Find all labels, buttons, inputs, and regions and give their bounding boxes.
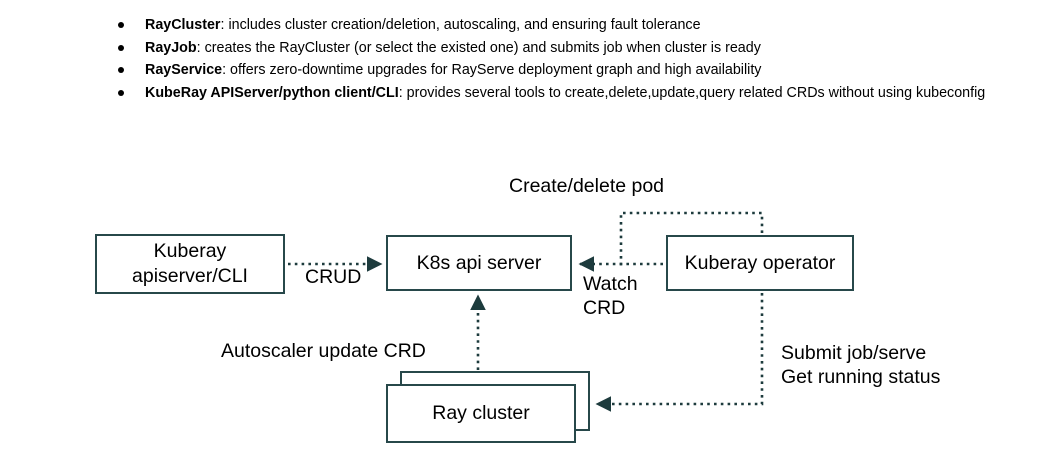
edge-label-autoscaler-update-crd: Autoscaler update CRD — [221, 340, 426, 362]
edge-label-create-delete-pod: Create/delete pod — [509, 175, 665, 197]
bullet-term: KubeRay APIServer/python client/CLI — [145, 84, 399, 101]
node-ray-cluster[interactable]: Ray cluster — [386, 384, 576, 443]
feature-bullet-list: RayCluster: includes cluster creation/de… — [113, 14, 993, 104]
list-item: RayCluster: includes cluster creation/de… — [113, 14, 993, 37]
bullet-dot-icon — [118, 89, 124, 96]
list-item: RayJob: creates the RayCluster (or selec… — [113, 37, 993, 60]
list-item: KubeRay APIServer/python client/CLI: pro… — [113, 82, 993, 105]
bullet-description: : includes cluster creation/deletion, au… — [220, 17, 701, 33]
bullet-term: RayJob — [145, 39, 197, 56]
bullet-description: : creates the RayCluster (or select the … — [196, 39, 761, 56]
edge-label-watch-crd: Watch CRD — [583, 273, 638, 319]
edge-submit-job-connector — [595, 293, 764, 412]
node-kuberay-apiserver-cli[interactable]: Kuberay apiserver/CLI — [95, 234, 285, 294]
list-item: RayService: offers zero-downtime upgrade… — [113, 59, 993, 82]
node-kuberay-operator[interactable]: Kuberay operator — [666, 235, 854, 291]
bullet-dot-icon — [118, 22, 124, 28]
bullet-dot-icon — [118, 44, 124, 51]
bullet-term: RayCluster — [145, 17, 221, 33]
node-k8s-api-server[interactable]: K8s api server — [386, 235, 572, 291]
bullet-dot-icon — [118, 67, 124, 73]
edge-label-submit-job-get-status: Submit job/serve Get running status — [781, 342, 941, 388]
bullet-description: : provides several tools to create,delet… — [398, 84, 986, 101]
edge-label-crud: CRUD — [305, 266, 362, 288]
edge-create-delete-pod-connector — [619, 211, 764, 266]
bullet-term: RayService — [145, 62, 223, 78]
bullet-description: : offers zero-downtime upgrades for RayS… — [222, 62, 762, 78]
